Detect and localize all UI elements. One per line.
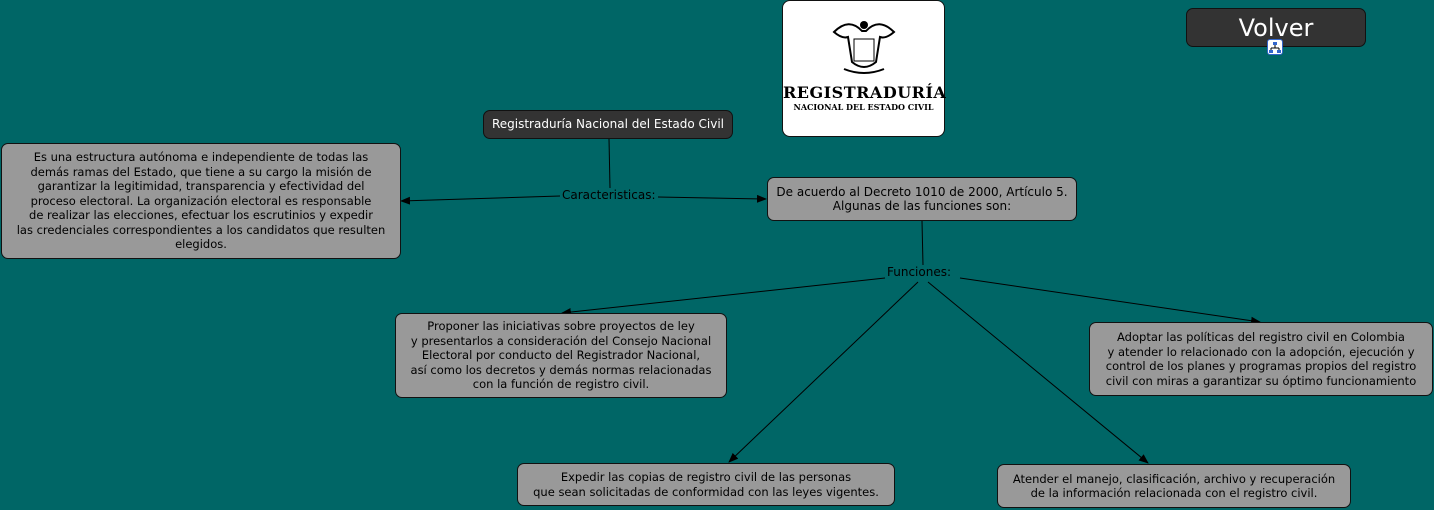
cmap-link-icon[interactable] <box>1267 39 1283 55</box>
link-label-caracteristicas[interactable]: Caracteristicas: <box>561 188 657 202</box>
logo-subtitle: NACIONAL DEL ESTADO CIVIL <box>793 102 934 112</box>
logo-title: REGISTRADURÍA <box>783 83 947 102</box>
adoptar-concept[interactable]: Adoptar las políticas del registro civil… <box>1089 322 1433 396</box>
link-label-funciones[interactable]: Funciones: <box>886 265 953 279</box>
proponer-concept[interactable]: Proponer las iniciativas sobre proyectos… <box>395 313 727 398</box>
atender-concept[interactable]: Atender el manejo, clasificación, archiv… <box>997 464 1351 508</box>
decreto-concept[interactable]: De acuerdo al Decreto 1010 de 2000, Artí… <box>767 177 1077 221</box>
coat-of-arms-icon <box>832 21 895 74</box>
description-concept[interactable]: Es una estructura autónoma e independien… <box>1 143 401 259</box>
root-concept[interactable]: Registraduría Nacional del Estado Civil <box>483 110 733 139</box>
expedir-concept[interactable]: Expedir las copias de registro civil de … <box>517 463 895 506</box>
registraduria-logo: REGISTRADURÍA NACIONAL DEL ESTADO CIVIL <box>782 0 947 137</box>
